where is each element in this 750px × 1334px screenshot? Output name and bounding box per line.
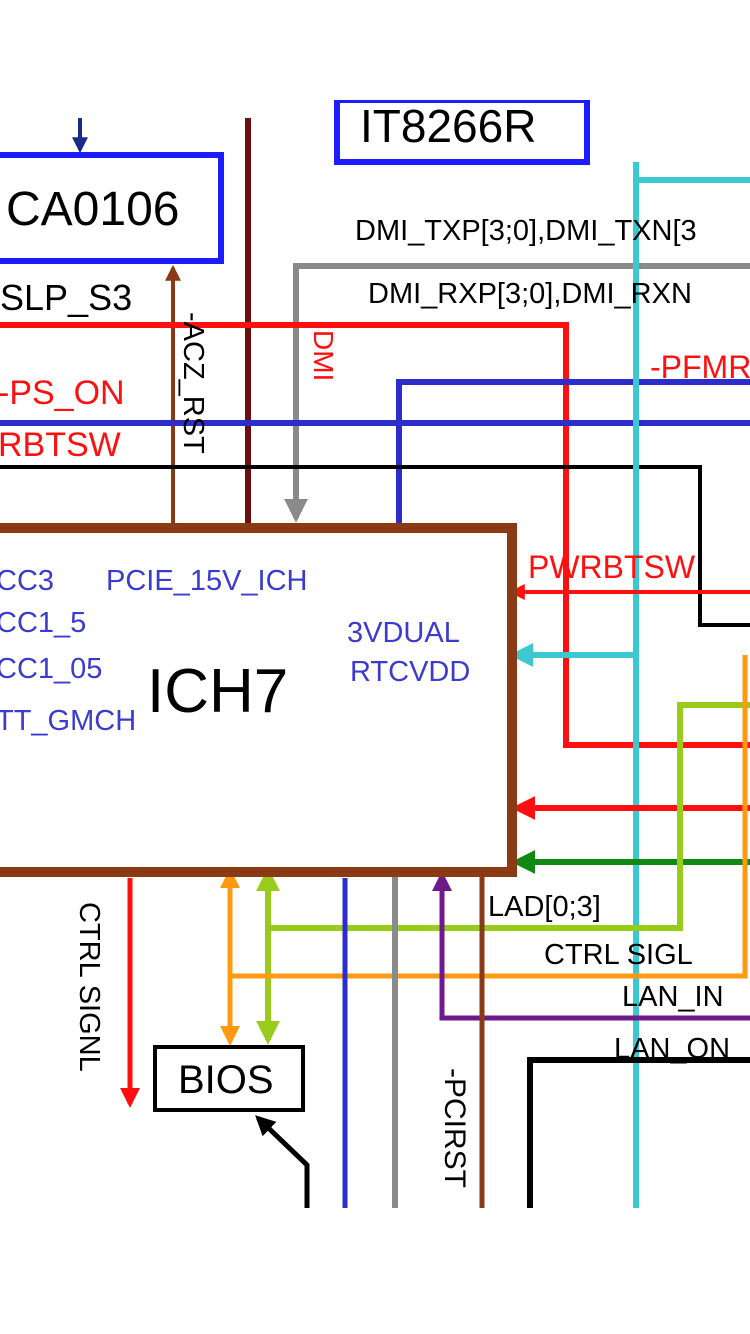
ps-on-wire (0, 322, 750, 748)
lad-label: LAD[0;3] (488, 891, 601, 923)
pin-vtt-gmch: TT_GMCH (0, 705, 136, 737)
pfmr-label: -PFMR (650, 349, 750, 385)
dmi-tx-label: DMI_TXP[3;0],DMI_TXN[3 (355, 215, 697, 247)
pin-pcie-15v-ich: PCIE_15V_ICH (106, 565, 308, 597)
it8266r-label: IT8266R (360, 100, 536, 152)
rbtsw-label: RBTSW (0, 426, 121, 464)
ca0106-block (0, 152, 224, 264)
bios-block (153, 1045, 305, 1112)
ca0106-label: CA0106 (6, 183, 179, 236)
pin-vcc1-5: CC1_5 (0, 607, 86, 639)
dmi-bus-wire (284, 263, 750, 523)
dmi-label: DMI (308, 330, 339, 381)
bios-input-wire (255, 1115, 310, 1208)
ich7-label: ICH7 (147, 657, 288, 726)
lan-on-wire (527, 1057, 750, 1208)
lan-in-wire (432, 871, 750, 1021)
ctrl-sigl-label: CTRL SIGL (544, 939, 693, 971)
it8266r-block (334, 97, 590, 165)
pin-3vdual: 3VDUAL (347, 617, 460, 649)
lad-bus-wire (268, 702, 750, 931)
lan-on-label: LAN_ON (614, 1033, 730, 1065)
bios-label: BIOS (178, 1058, 274, 1102)
blue-pfmr-branch (396, 379, 750, 525)
pin-rtcvdd: RTCVDD (350, 656, 470, 688)
ctrl-sigl-wire (230, 655, 748, 979)
pin-vcc1-05: CC1_05 (0, 653, 102, 685)
pwrbtsw-label: PWRBTSW (528, 549, 696, 585)
black-signal-wire (0, 465, 750, 627)
ich7-block (0, 523, 517, 877)
pcirst-label: -PCIRST (438, 1068, 471, 1188)
lan-in-label: LAN_IN (622, 981, 724, 1013)
dmi-rx-label: DMI_RXP[3;0],DMI_RXN (368, 278, 692, 310)
pin-vcc3: CC3 (0, 565, 54, 597)
slp-s3-label: SLP_S3 (0, 277, 132, 318)
acz-rst-label: -ACZ_RST (177, 312, 209, 454)
ctrl-signl-label: CTRL SIGNL (73, 902, 105, 1072)
ps-on-label: -PS_ON (0, 374, 125, 412)
